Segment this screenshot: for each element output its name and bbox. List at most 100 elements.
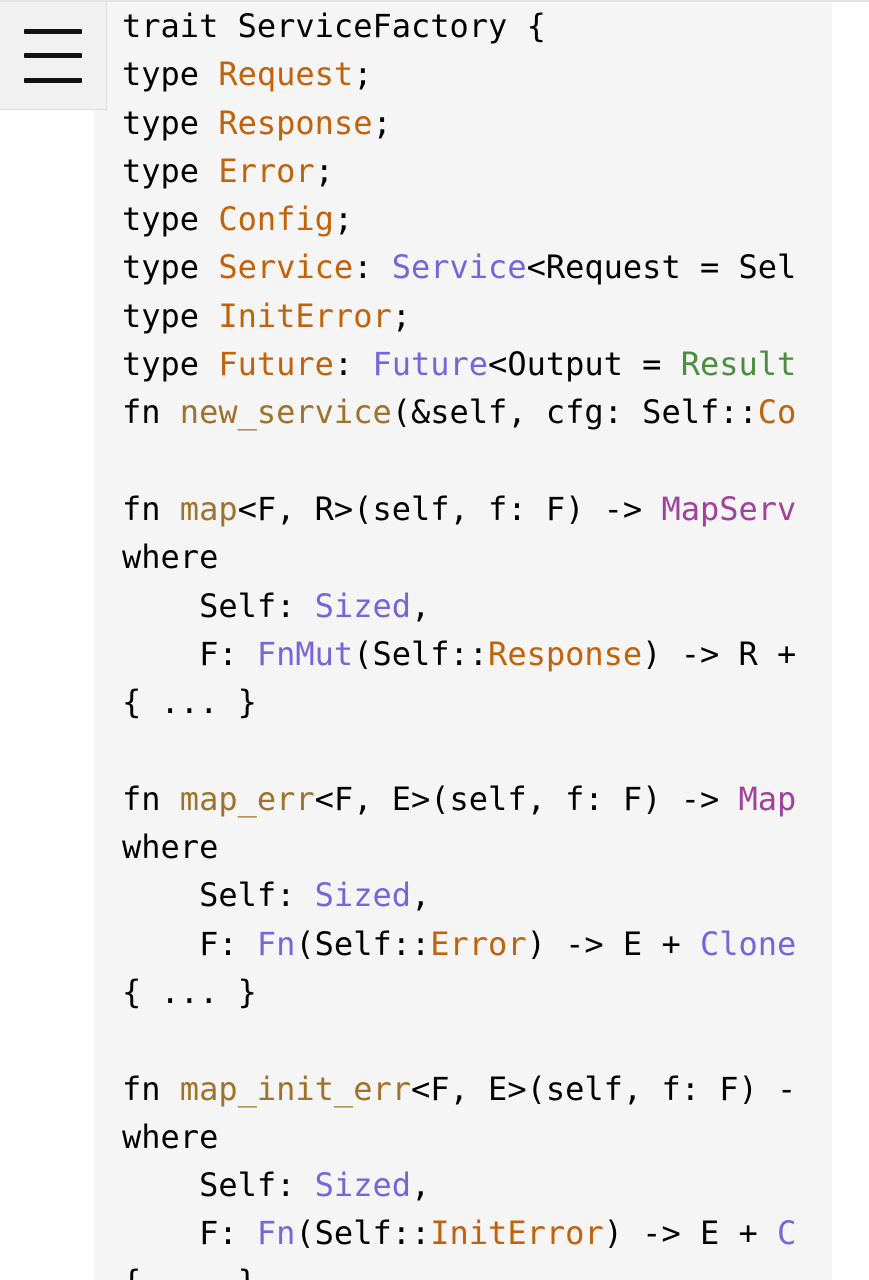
code-token: : [353, 248, 392, 287]
code-token: Config [218, 200, 334, 239]
code-token: new_service [179, 393, 392, 432]
code-token: Self: [122, 876, 315, 915]
code-line: type Response; [122, 99, 796, 147]
code-token: , [410, 586, 431, 625]
top-border [0, 0, 869, 2]
code-token: Future [218, 345, 334, 384]
code-token: Response [488, 634, 643, 673]
code-token: <Request = Sel [526, 248, 797, 287]
code-token: FnMut [256, 634, 354, 673]
code-token: (Self:: [353, 634, 489, 673]
code-token: ; [314, 151, 334, 190]
code-token: Map [738, 779, 797, 818]
trait-declaration-code: trait ServiceFactory {type Request;type … [122, 2, 796, 1280]
code-token: { ... } [122, 972, 257, 1011]
code-token: where [122, 1117, 219, 1156]
code-line: { ... } [122, 1258, 796, 1280]
code-token: <F, R>(self, f: F) -> [237, 489, 662, 528]
code-token: type [122, 103, 219, 142]
code-token: InitError [218, 296, 392, 335]
code-line: F: Fn(Self::Error) -> E + Clone [122, 920, 796, 968]
code-token: type [122, 151, 219, 190]
code-token: Service [391, 248, 527, 287]
code-token: ; [391, 296, 411, 335]
code-token: Self: [122, 1166, 315, 1205]
code-token: Clone [699, 924, 797, 963]
code-line: where [122, 1113, 796, 1161]
code-line: type Error; [122, 147, 796, 195]
code-token: Fn [256, 924, 296, 963]
code-token: type [122, 55, 219, 94]
code-token: , [410, 876, 431, 915]
code-token: Service [218, 248, 354, 287]
code-token: where [122, 828, 219, 867]
code-block[interactable]: trait ServiceFactory {type Request;type … [94, 2, 832, 1280]
code-token: <Output = [488, 345, 681, 384]
code-token: F: [122, 924, 257, 963]
code-line: type Service: Service<Request = Sel [122, 243, 796, 291]
code-token: map_err [179, 779, 315, 818]
code-line: where [122, 823, 796, 871]
hamburger-menu-icon [24, 29, 82, 83]
code-line: Self: Sized, [122, 1161, 796, 1209]
code-line: fn map<F, R>(self, f: F) -> MapServ [122, 485, 796, 533]
menu-button[interactable] [0, 2, 107, 110]
code-token: fn [122, 489, 180, 528]
code-line [122, 437, 796, 485]
code-token: Future [372, 345, 489, 384]
code-line: type InitError; [122, 292, 796, 340]
code-token: F: [122, 634, 257, 673]
code-token: type [122, 345, 219, 384]
code-token: Error [218, 151, 315, 190]
code-token: { ... } [122, 1263, 257, 1280]
code-line: fn new_service(&self, cfg: Self::Co [122, 388, 796, 436]
code-token: (Self:: [295, 924, 431, 963]
code-token: Request [218, 55, 354, 94]
code-token: ; [333, 200, 354, 239]
code-line [122, 726, 796, 774]
code-token: F: [122, 1214, 257, 1253]
code-token: MapServ [661, 489, 797, 528]
code-token: Self: [122, 586, 315, 625]
code-token: map_init_err [179, 1069, 411, 1108]
code-token: fn [122, 1069, 180, 1108]
code-token: Fn [256, 1214, 296, 1253]
code-token: fn [122, 779, 180, 818]
code-token: Sized [314, 876, 411, 915]
code-token: type [122, 200, 219, 239]
code-token: type [122, 248, 219, 287]
code-line: type Config; [122, 195, 796, 243]
code-token: map [179, 489, 238, 528]
code-token: { ... } [122, 683, 257, 722]
code-token: Co [757, 393, 797, 432]
code-line: { ... } [122, 968, 796, 1016]
code-line: F: Fn(Self::InitError) -> E + C [122, 1209, 796, 1257]
code-line: { ... } [122, 678, 796, 726]
code-token: Result [680, 345, 797, 384]
code-token: Sized [314, 586, 411, 625]
code-line: where [122, 533, 796, 581]
code-line: type Request; [122, 50, 796, 98]
code-line: Self: Sized, [122, 582, 796, 630]
code-token: where [122, 538, 219, 577]
code-token: Error [430, 924, 527, 963]
code-line: trait ServiceFactory { [122, 2, 796, 50]
code-token: ; [353, 55, 373, 94]
code-line: fn map_err<F, E>(self, f: F) -> Map [122, 775, 796, 823]
code-token: ; [372, 103, 392, 142]
code-token: type [122, 296, 219, 335]
code-token: InitError [430, 1214, 604, 1253]
code-token: ) -> E + [526, 924, 700, 963]
code-line: Self: Sized, [122, 871, 796, 919]
code-token: : [333, 345, 373, 384]
code-token: (Self:: [295, 1214, 431, 1253]
code-line: F: FnMut(Self::Response) -> R + [122, 630, 796, 678]
code-token: fn [122, 393, 180, 432]
code-token: C [777, 1214, 797, 1253]
code-token: ) -> E + [603, 1214, 778, 1253]
code-token: Sized [314, 1166, 411, 1205]
code-token: (&self, cfg: Self:: [391, 393, 758, 432]
code-token: , [410, 1166, 431, 1205]
code-line [122, 1016, 796, 1064]
code-token: ) -> R + [642, 634, 797, 673]
